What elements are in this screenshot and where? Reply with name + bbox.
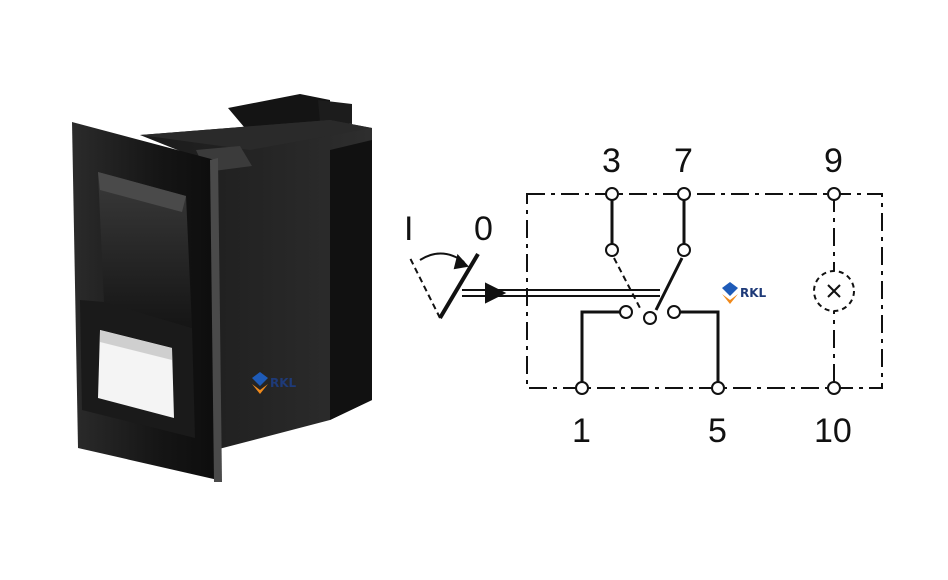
wire-5: [680, 310, 720, 382]
wire-1: [580, 310, 620, 382]
rear-clip-2: [318, 100, 352, 124]
lever-solid: [438, 252, 480, 320]
photo-watermark: RKL: [252, 372, 297, 394]
label-terminal-3: 3: [602, 142, 621, 180]
label-position-on: I: [404, 210, 413, 248]
blade-right: [654, 257, 684, 311]
lamp-cross-2: [827, 284, 841, 298]
label-terminal-10: 10: [814, 412, 852, 450]
contact-3: [605, 243, 619, 257]
diagram-watermark: RKL: [722, 282, 767, 304]
watermark-text: RKL: [270, 376, 297, 390]
rocker-actuator: [98, 172, 192, 328]
label-terminal-1: 1: [572, 412, 591, 450]
watermark-logo-icon-accent: [252, 384, 268, 394]
label-terminal-9: 9: [824, 142, 843, 180]
diagram-logo-icon-accent: [722, 294, 738, 304]
watermark-logo-icon: [252, 372, 268, 386]
terminal-3: [605, 187, 619, 201]
linkage-arrow: [485, 282, 507, 304]
lever-dashed: [409, 257, 441, 319]
rocker-top-highlight: [98, 172, 186, 212]
bezel-edge: [210, 158, 222, 482]
body-top: [140, 120, 372, 150]
contact-right: [667, 305, 681, 319]
switch-body: [140, 120, 372, 450]
diagram-logo-icon: [722, 282, 738, 296]
terminal-10: [827, 381, 841, 395]
contact-left: [619, 305, 633, 319]
circuit-diagram: [409, 187, 883, 395]
terminal-1: [575, 381, 589, 395]
contact-7: [677, 243, 691, 257]
terminal-5: [711, 381, 725, 395]
label-position-off: 0: [474, 210, 493, 248]
terminal-7: [677, 187, 691, 201]
rocker-switch-photo: RKL: [72, 94, 372, 482]
body-side-shade: [330, 140, 372, 420]
diagram-labels: 3 7 9 1 5 10 I 0: [404, 142, 852, 450]
lens-shadow: [100, 330, 172, 360]
blade-left-dashed: [613, 257, 641, 309]
terminal-9: [827, 187, 841, 201]
label-terminal-5: 5: [708, 412, 727, 450]
contact-pivot: [643, 311, 657, 325]
label-terminal-7: 7: [674, 142, 693, 180]
lever-arc-arrow: [453, 253, 469, 270]
diagram-watermark-text: RKL: [740, 286, 767, 300]
